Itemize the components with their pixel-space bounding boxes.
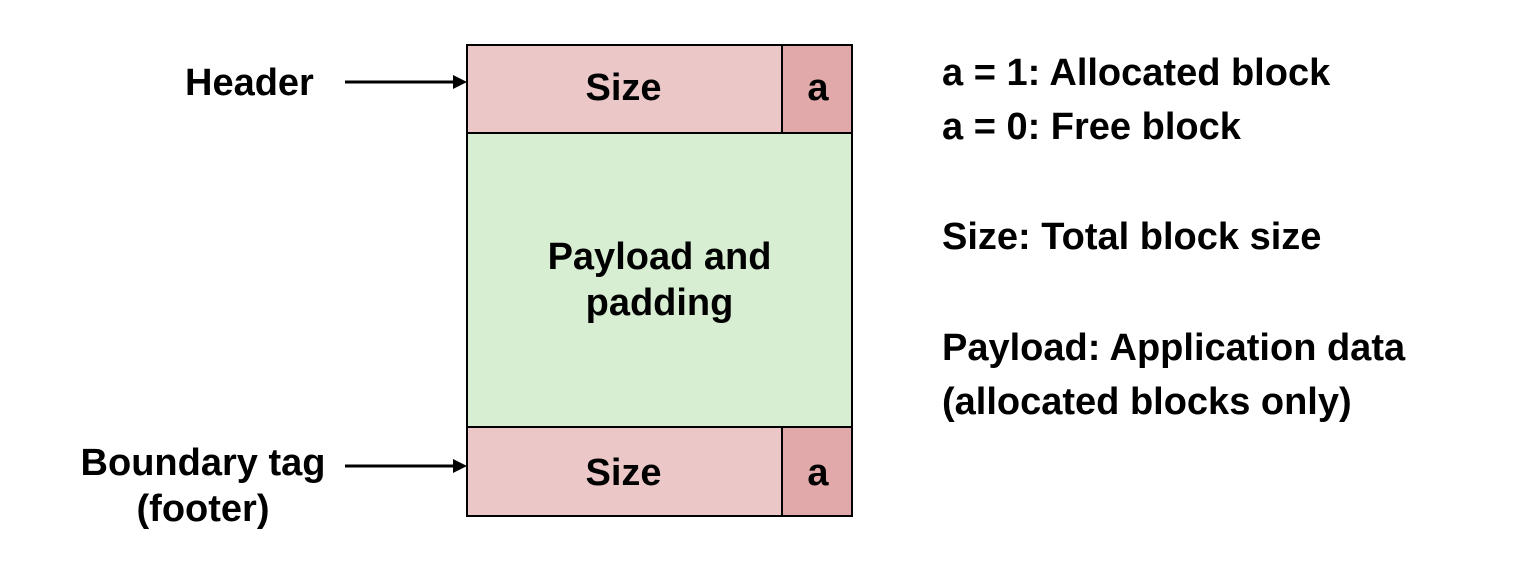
footer-flag-cell: a [783,428,853,517]
legend-free: a = 0: Free block [942,106,1241,148]
boundary-tag-label-line2: (footer) [136,488,270,530]
header-flag-text: a [807,67,829,109]
legend-size: Size: Total block size [942,216,1322,258]
boundary-tag-label-line1: Boundary tag [80,442,326,484]
footer-flag-text: a [807,451,829,494]
legend-allocated: a = 1: Allocated block [942,52,1331,94]
header-arrow-icon [345,75,467,89]
legend-payload-note: (allocated blocks only) [942,381,1352,423]
header-size-cell: Size [466,44,783,134]
footer-arrow-icon [345,459,467,473]
header-size-text: Size [585,67,662,109]
header-flag-cell: a [783,44,853,134]
footer-size-cell: Size [466,428,783,517]
boundary-tag-label: Boundary tag (footer) [70,440,336,532]
payload-text-line2: padding [585,282,734,324]
footer-size-text: Size [585,451,662,494]
payload-cell: Payload and padding [466,134,853,428]
header-label: Header [185,62,314,104]
payload-text-line1: Payload and [547,236,772,278]
legend-payload: Payload: Application data [942,327,1406,369]
